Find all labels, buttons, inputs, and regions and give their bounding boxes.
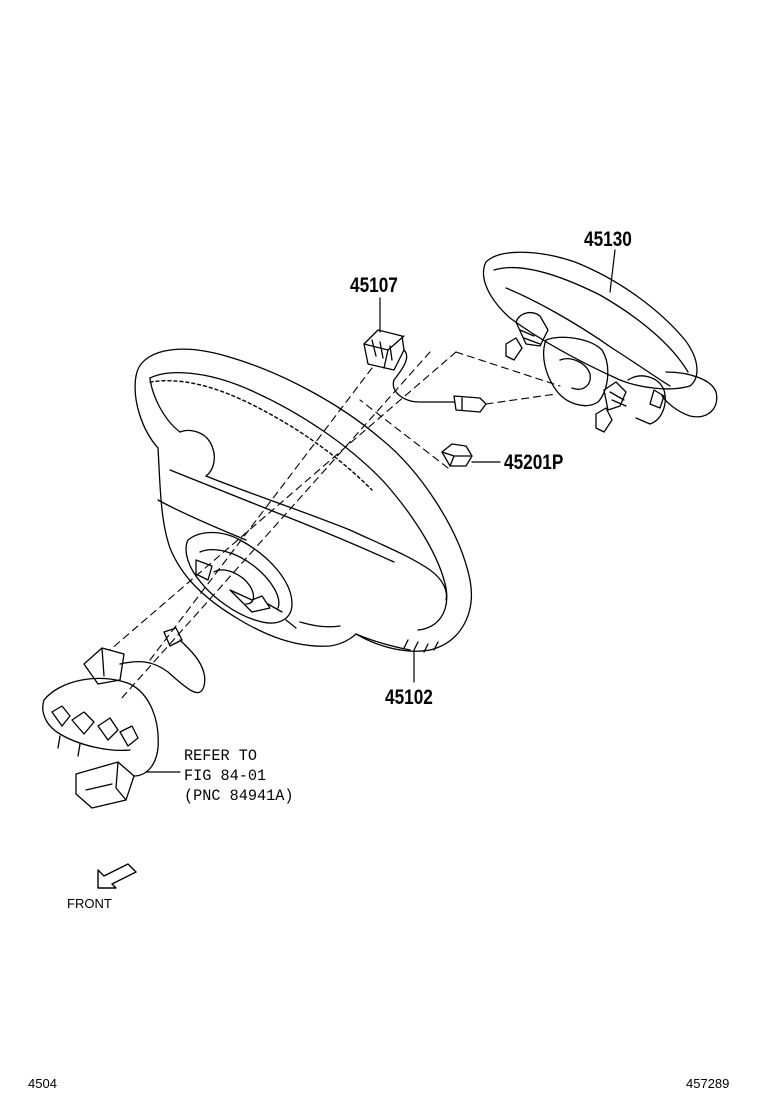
spiral-cable: [42, 627, 206, 809]
front-arrow-icon: [97, 863, 137, 889]
steering-wheel: [134, 348, 472, 653]
front-label: FRONT: [67, 896, 112, 911]
refer-note-line2: FIG 84-01: [184, 767, 267, 785]
part-label-45107: 45107: [350, 274, 398, 297]
horn-wire-connector: [363, 329, 487, 413]
airbag-module: [482, 251, 718, 433]
refer-note-line3: (PNC 84941A): [184, 787, 294, 805]
nut: [441, 443, 473, 467]
footer-figure-number: 457289: [686, 1076, 730, 1091]
refer-note-line1: REFER TO: [184, 747, 257, 765]
assembly-lines: [109, 351, 561, 701]
leader-lines: [145, 249, 616, 773]
part-label-45130: 45130: [584, 228, 632, 251]
part-label-45102: 45102: [385, 686, 433, 709]
part-label-45201P: 45201P: [504, 451, 564, 474]
footer-page-code: 4504: [28, 1076, 57, 1091]
